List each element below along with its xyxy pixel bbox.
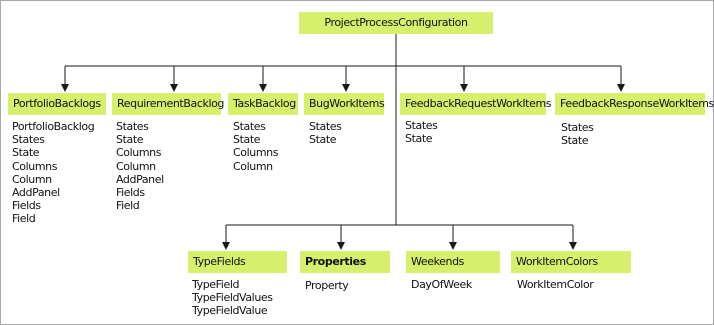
list-item: State bbox=[561, 134, 589, 148]
list-item: State bbox=[12, 146, 40, 160]
list-item: Columns bbox=[12, 159, 58, 173]
list-taskbacklog: States State Columns Column bbox=[233, 120, 278, 173]
list-item: WorkItemColor bbox=[517, 278, 594, 291]
list-weekends: DayOfWeek bbox=[411, 278, 472, 291]
list-item: TypeFieldValue bbox=[192, 304, 268, 318]
node-feedbackresponseworkitems: FeedbackResponseWorkItems bbox=[555, 93, 714, 115]
list-item: Column bbox=[116, 159, 156, 173]
list-workitemcolors: WorkItemColor bbox=[517, 278, 594, 291]
list-feedbackresponseworkitems: States State bbox=[561, 121, 594, 148]
list-item: Fields bbox=[116, 185, 145, 199]
list-item: Field bbox=[116, 199, 140, 213]
node-bugworkitems: BugWorkItems bbox=[304, 93, 385, 115]
list-item: State bbox=[405, 132, 433, 146]
list-item: Field bbox=[12, 212, 36, 226]
list-typefields: TypeField TypeFieldValues TypeFieldValue bbox=[192, 278, 273, 318]
list-item: Columns bbox=[233, 146, 279, 160]
list-item: AddPanel bbox=[12, 185, 60, 199]
node-weekends: Weekends bbox=[406, 251, 500, 273]
list-item: Column bbox=[233, 159, 273, 173]
list-item: State bbox=[233, 133, 261, 147]
list-bugworkitems: States State bbox=[309, 120, 342, 147]
root-node: ProjectProcessConfiguration bbox=[299, 12, 493, 34]
list-item: States bbox=[561, 121, 594, 134]
list-portfoliobacklogs: PortfolioBacklog States State Columns Co… bbox=[12, 120, 95, 226]
list-item: DayOfWeek bbox=[411, 278, 472, 291]
list-item: PortfolioBacklog bbox=[12, 120, 95, 133]
node-properties: Properties bbox=[300, 251, 390, 273]
list-properties: Property bbox=[305, 279, 349, 292]
list-item: Column bbox=[12, 172, 52, 186]
node-portfoliobacklogs: PortfolioBacklogs bbox=[8, 93, 106, 115]
list-item: States bbox=[233, 120, 266, 133]
list-item: State bbox=[116, 133, 144, 147]
node-requirementbacklog: RequirementBacklog bbox=[112, 93, 224, 115]
list-requirementbacklog: States State Columns Column AddPanel Fie… bbox=[116, 120, 164, 212]
list-item: TypeFieldValues bbox=[192, 291, 273, 305]
node-typefields: TypeFields bbox=[188, 251, 287, 273]
list-item: AddPanel bbox=[116, 172, 164, 186]
list-item: Property bbox=[305, 279, 349, 292]
node-feedbackrequestworkitems: FeedbackRequestWorkItems bbox=[400, 93, 551, 115]
list-item: Columns bbox=[116, 146, 162, 160]
node-taskbacklog: TaskBacklog bbox=[228, 93, 298, 115]
list-item: States bbox=[12, 133, 45, 147]
list-item: TypeField bbox=[192, 278, 240, 291]
list-item: States bbox=[309, 120, 342, 133]
list-feedbackrequestworkitems: States State bbox=[405, 119, 438, 146]
list-item: Fields bbox=[12, 199, 41, 213]
node-workitemcolors: WorkItemColors bbox=[511, 251, 631, 273]
list-item: States bbox=[116, 120, 149, 133]
list-item: State bbox=[309, 133, 337, 147]
list-item: States bbox=[405, 119, 438, 132]
